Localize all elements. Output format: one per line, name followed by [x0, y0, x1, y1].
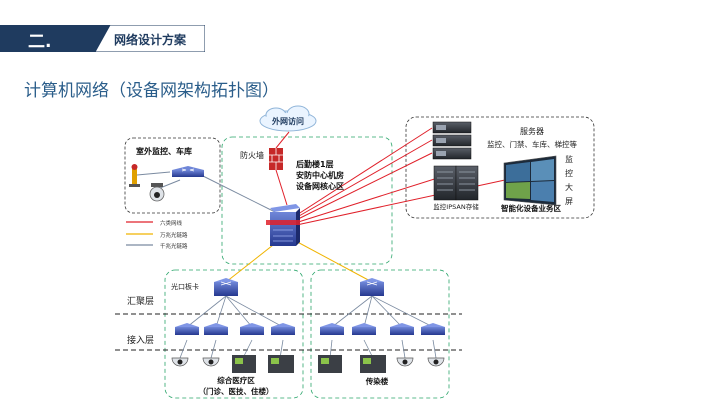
business-zone-label: 智能化设备业务区 — [501, 203, 561, 213]
core-switch-icon — [266, 204, 300, 246]
ipsan-storage-icon — [433, 165, 479, 201]
legend-item-10g: 万兆光链路 — [160, 231, 188, 239]
access-switch-icon — [271, 323, 295, 335]
dome-camera-icon — [202, 357, 220, 367]
video-wall-char-1: 监 — [565, 154, 573, 164]
aggregation-switch-right-icon — [360, 278, 384, 296]
firewall-icon — [269, 148, 283, 170]
firewall-label: 防火墙 — [240, 150, 264, 160]
access-controller-icon — [268, 355, 294, 373]
access-switch-icon — [240, 323, 264, 335]
access-switch-icon — [421, 323, 445, 335]
page-title: 计算机网络（设备网架构拓扑图） — [24, 81, 279, 101]
server-stack-icon — [432, 121, 472, 160]
core-label-line1: 后勤楼1层 — [296, 159, 334, 169]
aggregation-layer-label: 汇聚层 — [127, 296, 154, 307]
section-title: 网络设计方案 — [114, 33, 187, 47]
right-access-zone — [310, 269, 450, 399]
server-description: 监控、门禁、车库、梯控等 — [487, 139, 577, 149]
access-controller-icon — [360, 355, 386, 373]
zone-right-label: 传染楼 — [365, 376, 389, 386]
access-switch-icon — [320, 323, 344, 335]
video-wall-icon — [503, 155, 557, 206]
core-zone — [221, 136, 393, 265]
zone-left-label-line1: 综合医疗区 — [217, 375, 255, 385]
access-switch-icon — [352, 323, 376, 335]
video-wall-char-3: 大 — [565, 182, 573, 192]
outdoor-zone — [124, 137, 221, 214]
dome-camera-icon — [171, 357, 189, 367]
barrier-gate-icon — [129, 164, 140, 187]
header-bar — [0, 25, 205, 52]
legend: 六类网线 万兆光链路 千兆光链路 — [126, 219, 188, 250]
left-access-zone — [164, 269, 304, 399]
dome-camera-icon — [427, 357, 445, 367]
dome-camera-icon — [396, 357, 414, 367]
access-switch-icon — [390, 323, 414, 335]
access-switch-icon — [204, 323, 228, 335]
server-label: 服务器 — [520, 126, 544, 136]
internet-label: 外网访问 — [272, 116, 304, 126]
access-controller-icon — [232, 355, 256, 373]
core-label-line2: 安防中心机房 — [296, 170, 344, 180]
aggregation-switch-left-icon — [214, 278, 238, 296]
access-layer-label: 接入层 — [127, 334, 154, 346]
outdoor-title: 室外监控、车库 — [136, 146, 192, 156]
optical-card-label: 光口板卡 — [171, 282, 199, 291]
access-switch-group — [175, 323, 445, 335]
ptz-camera-icon — [149, 183, 165, 202]
video-wall-char-2: 控 — [565, 168, 573, 178]
legend-item-cat6: 六类网线 — [160, 219, 183, 227]
zone-left-label-line2: （门诊、医技、住楼） — [199, 386, 274, 396]
storage-label: 监控IPSAN存储 — [433, 202, 479, 211]
legend-item-1g: 千兆光链路 — [160, 242, 188, 250]
section-number: 二. — [28, 32, 52, 52]
access-switch-icon — [175, 323, 199, 335]
core-label-line3: 设备网核心区 — [296, 181, 344, 191]
internet-cloud-icon — [259, 105, 317, 132]
outdoor-switch-icon — [172, 166, 204, 177]
video-wall-char-4: 屏 — [565, 197, 573, 206]
access-controller-icon — [318, 355, 342, 373]
